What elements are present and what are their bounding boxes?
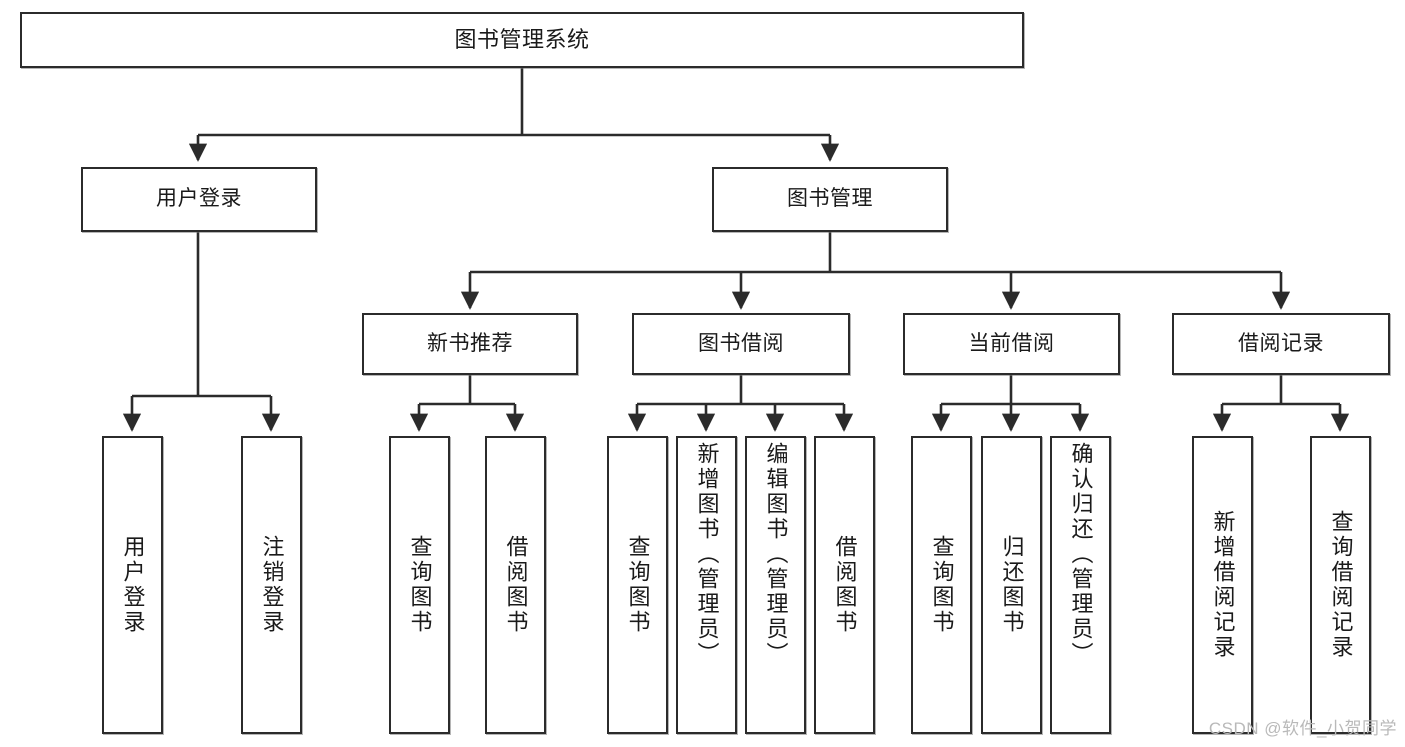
node-label: 查询图书 xyxy=(625,535,651,635)
node-label: 查询图书 xyxy=(929,535,955,635)
node-label: 编辑图书（管理员） xyxy=(763,442,789,667)
node-leaf-confirm-return-admin[interactable]: 确认归还（管理员） xyxy=(1050,436,1111,734)
node-label: 归还图书 xyxy=(999,535,1025,635)
node-leaf-query-borrow-record[interactable]: 查询借阅记录 xyxy=(1310,436,1371,734)
node-book-management[interactable]: 图书管理 xyxy=(712,167,948,232)
node-leaf-query-book-borrow[interactable]: 查询图书 xyxy=(607,436,668,734)
node-label: 当前借阅 xyxy=(968,331,1055,355)
node-leaf-borrow-book[interactable]: 借阅图书 xyxy=(814,436,875,734)
node-leaf-add-borrow-record[interactable]: 新增借阅记录 xyxy=(1192,436,1253,734)
node-label: 新书推荐 xyxy=(427,331,513,355)
node-leaf-user-login[interactable]: 用户登录 xyxy=(102,436,163,734)
node-label: 借阅图书 xyxy=(503,535,529,635)
node-leaf-query-book-current[interactable]: 查询图书 xyxy=(911,436,972,734)
node-borrow-record[interactable]: 借阅记录 xyxy=(1172,313,1390,375)
node-leaf-borrow-book-recommend[interactable]: 借阅图书 xyxy=(485,436,546,734)
node-leaf-return-book[interactable]: 归还图书 xyxy=(981,436,1042,734)
node-label: 用户登录 xyxy=(120,535,146,635)
node-label: 用户登录 xyxy=(156,187,242,211)
node-label: 图书借阅 xyxy=(698,331,784,355)
node-label: 新增图书（管理员） xyxy=(694,442,720,667)
node-label: 查询借阅记录 xyxy=(1328,510,1354,660)
node-current-borrow[interactable]: 当前借阅 xyxy=(903,313,1120,375)
csdn-watermark: CSDN @软件_小贺同学 xyxy=(1208,719,1397,738)
node-label: 查询图书 xyxy=(407,535,433,635)
node-label: 借阅图书 xyxy=(832,535,858,635)
node-leaf-add-book-admin[interactable]: 新增图书（管理员） xyxy=(676,436,737,734)
node-root-book-management-system[interactable]: 图书管理系统 xyxy=(20,12,1024,68)
node-leaf-query-book-recommend[interactable]: 查询图书 xyxy=(389,436,450,734)
node-label: 注销登录 xyxy=(259,535,285,635)
node-new-book-recommendation[interactable]: 新书推荐 xyxy=(362,313,578,375)
node-user-login[interactable]: 用户登录 xyxy=(81,167,317,232)
node-label: 确认归还（管理员） xyxy=(1068,442,1094,667)
node-label: 借阅记录 xyxy=(1238,331,1324,355)
node-leaf-edit-book-admin[interactable]: 编辑图书（管理员） xyxy=(745,436,806,734)
node-label: 新增借阅记录 xyxy=(1210,510,1236,660)
node-leaf-logout[interactable]: 注销登录 xyxy=(241,436,302,734)
node-book-borrow[interactable]: 图书借阅 xyxy=(632,313,850,375)
node-label: 图书管理系统 xyxy=(454,27,590,53)
node-label: 图书管理 xyxy=(787,187,873,211)
